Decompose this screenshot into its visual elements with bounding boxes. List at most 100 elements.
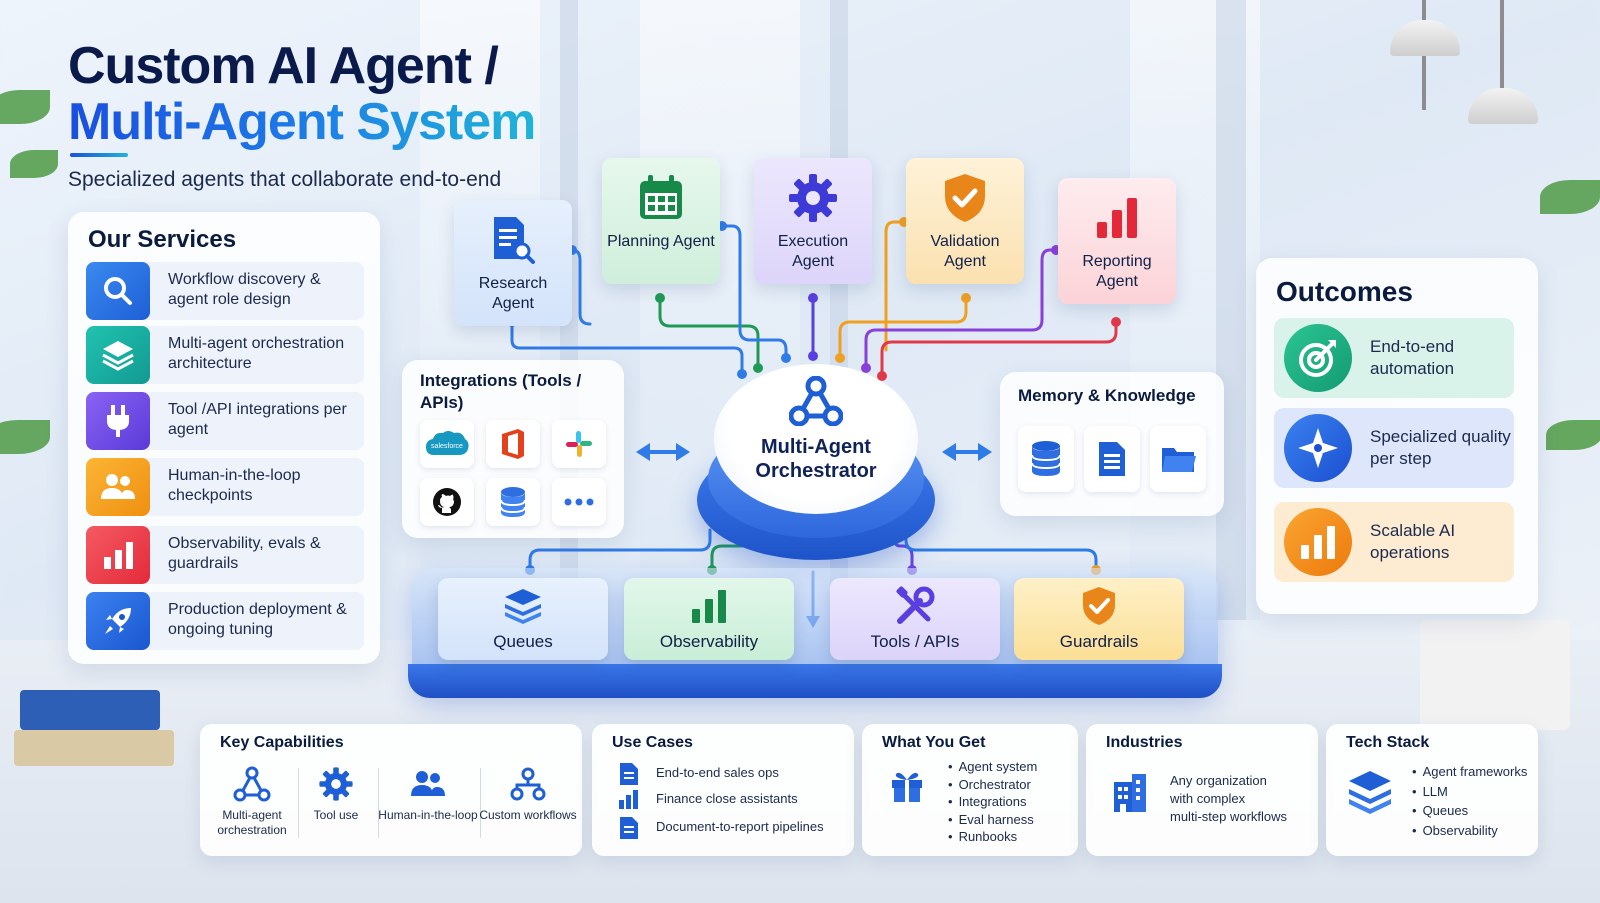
salesforce-logo-icon[interactable]: salesforce bbox=[420, 420, 474, 468]
capability-item: Tool use bbox=[286, 764, 386, 846]
tech-stack-item: Observability bbox=[1412, 821, 1527, 841]
users-icon bbox=[86, 458, 150, 516]
key-capabilities-card: Key Capabilities Multi-agent orchestrati… bbox=[200, 724, 582, 856]
stack-icon bbox=[1346, 768, 1394, 823]
building-icon bbox=[1110, 772, 1148, 819]
connector-execution-b bbox=[720, 224, 788, 360]
office-logo-icon[interactable] bbox=[486, 420, 540, 468]
document-search-icon bbox=[485, 212, 541, 268]
more-icon[interactable] bbox=[552, 478, 606, 526]
plant-leaf bbox=[1540, 180, 1600, 214]
service-item[interactable]: Human-in-the-loop checkpoints bbox=[86, 458, 364, 516]
industries-card: Industries Any organization with complex… bbox=[1086, 724, 1318, 856]
tech-stack-item: Agent frameworks bbox=[1412, 762, 1528, 782]
module-observability[interactable]: Observability bbox=[624, 578, 794, 660]
tech-stack-item: LLM bbox=[1412, 782, 1527, 802]
key-capabilities-title: Key Capabilities bbox=[220, 734, 344, 751]
use-cases-title: Use Cases bbox=[612, 734, 693, 751]
divider bbox=[298, 768, 299, 838]
service-item[interactable]: Workflow discovery & agent role design bbox=[86, 262, 364, 320]
module-label: Tools / APIs bbox=[870, 632, 960, 651]
double-arrow-memory bbox=[942, 443, 992, 461]
page-title-line1: Custom AI Agent / bbox=[68, 37, 499, 95]
module-guardrails[interactable]: Guardrails bbox=[1014, 578, 1184, 660]
agent-label: Research Agent bbox=[478, 275, 548, 312]
outcome-item[interactable]: Scalable AI operations bbox=[1274, 502, 1514, 582]
shield-check-icon bbox=[937, 170, 993, 226]
salesforce-logo-text: salesforce bbox=[431, 443, 463, 450]
page-title-line2: Multi-Agent System bbox=[68, 93, 536, 151]
tech-stack-item: Queues bbox=[1412, 801, 1527, 821]
document-icon[interactable] bbox=[1084, 426, 1140, 492]
agent-label: Validation Agent bbox=[930, 233, 1000, 270]
connector-guardrails bbox=[904, 528, 1098, 572]
orchestrator-label: Multi-Agent Orchestrator bbox=[755, 436, 877, 482]
industries-title: Industries bbox=[1106, 734, 1183, 751]
agent-card-planning[interactable]: Planning Agent bbox=[602, 158, 720, 284]
deliverable-item: Orchestrator bbox=[948, 776, 1037, 794]
tech-stack-list: Agent frameworks LLM Queues Observabilit… bbox=[1412, 762, 1528, 841]
slack-logo-icon[interactable] bbox=[552, 420, 606, 468]
use-case-label: Document-to-report pipelines bbox=[656, 819, 824, 834]
services-title: Our Services bbox=[88, 226, 237, 253]
deliverable-item: Runbooks bbox=[948, 828, 1037, 846]
database-icon[interactable] bbox=[1018, 426, 1074, 492]
agent-card-validation[interactable]: Validation Agent bbox=[906, 158, 1024, 284]
github-logo-icon[interactable] bbox=[420, 478, 474, 526]
integrations-title: Integrations (Tools / APIs) bbox=[420, 371, 582, 412]
use-case-label: End-to-end sales ops bbox=[656, 765, 779, 780]
capability-item: Multi-agent orchestration bbox=[202, 764, 302, 846]
capability-item: Human-in-the-loop bbox=[378, 764, 478, 846]
outcomes-title: Outcomes bbox=[1276, 276, 1413, 307]
outcome-item[interactable]: Specialized quality per step bbox=[1274, 408, 1514, 488]
book-stack bbox=[14, 730, 174, 766]
page-subtitle: Specialized agents that collaborate end-… bbox=[68, 168, 502, 191]
memory-card: Memory & Knowledge bbox=[1000, 372, 1224, 516]
gear-icon bbox=[316, 764, 356, 804]
use-cases-card: Use Cases End-to-end sales ops Finance c… bbox=[592, 724, 854, 856]
module-label: Queues bbox=[493, 632, 553, 651]
module-label: Guardrails bbox=[1059, 632, 1139, 651]
service-label: Multi-agent orchestration architecture bbox=[168, 335, 345, 372]
connector-reporting-b bbox=[864, 248, 1058, 370]
platform-edge bbox=[408, 664, 1222, 698]
orchestrator-hub[interactable]: Multi-Agent Orchestrator bbox=[714, 364, 918, 514]
calendar-icon bbox=[633, 170, 689, 226]
capability-item: Custom workflows bbox=[478, 764, 578, 846]
connector-validation bbox=[838, 296, 968, 360]
connector-planning-b bbox=[570, 248, 592, 326]
users-icon bbox=[408, 764, 448, 804]
module-tools-apis[interactable]: Tools / APIs bbox=[830, 578, 1000, 660]
module-label: Observability bbox=[659, 632, 759, 651]
service-item[interactable]: Tool /API integrations per agent bbox=[86, 392, 364, 450]
what-you-get-card: What You Get Agent system Orchestrator I… bbox=[862, 724, 1078, 856]
database-icon[interactable] bbox=[486, 478, 540, 526]
service-label: Production deployment & ongoing tuning bbox=[168, 601, 347, 638]
search-icon bbox=[86, 262, 150, 320]
tech-stack-title: Tech Stack bbox=[1346, 734, 1430, 751]
agent-label: Execution Agent bbox=[777, 233, 849, 270]
module-queues[interactable]: Queues bbox=[438, 578, 608, 660]
outcome-item[interactable]: End-to-end automation bbox=[1274, 318, 1514, 398]
stack-icon bbox=[500, 584, 546, 628]
workflow-icon bbox=[508, 764, 548, 804]
agent-card-research[interactable]: Research Agent bbox=[454, 200, 572, 326]
rocket-icon bbox=[86, 592, 150, 650]
title-underline bbox=[70, 153, 128, 157]
agent-card-reporting[interactable]: Reporting Agent bbox=[1058, 178, 1176, 304]
agent-card-execution[interactable]: Execution Agent bbox=[754, 158, 872, 284]
folder-icon[interactable] bbox=[1150, 426, 1206, 492]
deliverable-item: Integrations bbox=[948, 793, 1037, 811]
gear-icon bbox=[785, 170, 841, 226]
industries-text: Any organization with complex multi-step… bbox=[1170, 772, 1287, 826]
services-card: Our Services Workflow discovery & agent … bbox=[68, 212, 380, 664]
service-item[interactable]: Multi-agent orchestration architecture bbox=[86, 326, 364, 384]
layers-icon bbox=[86, 326, 150, 384]
service-item[interactable]: Production deployment & ongoing tuning bbox=[86, 592, 364, 650]
bar-chart-icon bbox=[86, 526, 150, 584]
service-item[interactable]: Observability, evals & guardrails bbox=[86, 526, 364, 584]
tools-icon bbox=[892, 584, 938, 628]
capability-label: Tool use bbox=[313, 808, 359, 822]
connector-reporting bbox=[880, 320, 1118, 378]
window-beam bbox=[1216, 0, 1246, 620]
